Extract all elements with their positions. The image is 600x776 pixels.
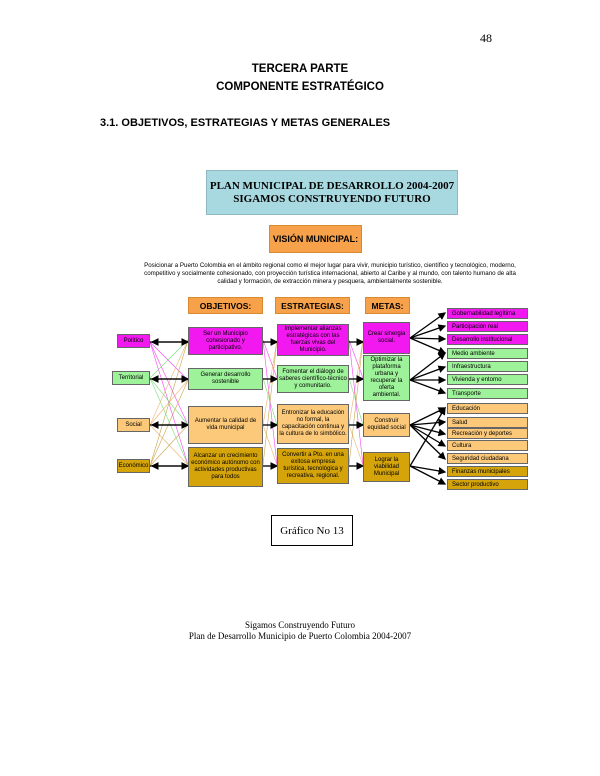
estrategia-social: Entronizar la educación no formal, la ca… (277, 404, 349, 444)
objetivo-social: Aumentar la calidad de vida municipal (188, 406, 263, 444)
plan-title-box: PLAN MUNICIPAL DE DESARROLLO 2004-2007 S… (206, 170, 458, 215)
vision-label: VISIÓN MUNICIPAL: (269, 225, 362, 253)
result-participacion: Participación real (447, 321, 528, 332)
estrategia-economico: Convertir a Pto. en una exitosa empresa … (277, 448, 349, 484)
footer-line1: Sigamos Construyendo Futuro (244, 620, 355, 630)
meta-politico: Crear sinergia social. (363, 322, 410, 354)
result-salud: Salud (447, 417, 528, 428)
figure-caption: Gráfico No 13 (271, 515, 353, 546)
estrategia-territorial: Fomentar el diálogo de saberes científic… (277, 365, 349, 393)
result-desarrollo-institucional: Desarrollo institucional (447, 334, 528, 345)
meta-social: Construir equidad social (363, 413, 410, 437)
result-infraestructura: Infraestructura (447, 361, 528, 372)
footer-line2: Plan de Desarrollo Municipio de Puerto C… (188, 631, 412, 641)
dimension-economico: Económico (117, 459, 150, 473)
component-heading: COMPONENTE ESTRATÉGICO (216, 81, 384, 93)
result-recreacion: Recreación y deportes (447, 428, 528, 439)
result-medio-ambiente: Medio ambiente (447, 348, 528, 359)
result-gobernabilidad: Gobernabilidad legítima (447, 308, 528, 319)
objetivo-territorial: Generar desarrollo sostenible (188, 368, 263, 390)
meta-economico: Lograr la viabilidad Municipal (363, 452, 410, 482)
header-objetivos: OBJETIVOS: (188, 297, 263, 314)
result-vivienda: Vivienda y entorno (447, 374, 528, 385)
result-cultura: Cultura (447, 440, 528, 451)
objetivo-economico: Alcanzar un crecimiento económico autóno… (188, 447, 263, 487)
page-number: 48 (480, 31, 492, 45)
estrategia-politico: Implementar alianzas estratégicas con la… (277, 324, 349, 356)
section-title: 3.1. OBJETIVOS, ESTRATEGIAS Y METAS GENE… (100, 117, 391, 129)
dimension-territorial: Territorial (112, 371, 150, 385)
result-transporte: Transporte (447, 388, 528, 399)
plan-title-line1: PLAN MUNICIPAL DE DESARROLLO 2004-2007 (209, 179, 455, 192)
result-educacion: Educación (447, 403, 528, 414)
dimension-politico: Político (117, 334, 150, 348)
dimension-social: Social (117, 418, 150, 432)
objetivo-politico: Ser un Municipio cohesionado y participa… (188, 327, 263, 355)
result-finanzas: Finanzas municipales (447, 466, 528, 477)
vision-text: Posicionar a Puerto Colombia en el ámbit… (144, 262, 516, 285)
part-heading: TERCERA PARTE (251, 63, 349, 75)
plan-title-line2: SIGAMOS CONSTRUYENDO FUTURO (233, 192, 431, 205)
header-metas: METAS: (365, 297, 410, 314)
header-estrategias: ESTRATEGIAS: (275, 297, 350, 314)
result-sector-productivo: Sector productivo (447, 479, 528, 490)
result-seguridad: Seguridad ciudadana (447, 453, 528, 464)
meta-territorial: Optimizar la plataforma urbana y recuper… (363, 355, 410, 401)
